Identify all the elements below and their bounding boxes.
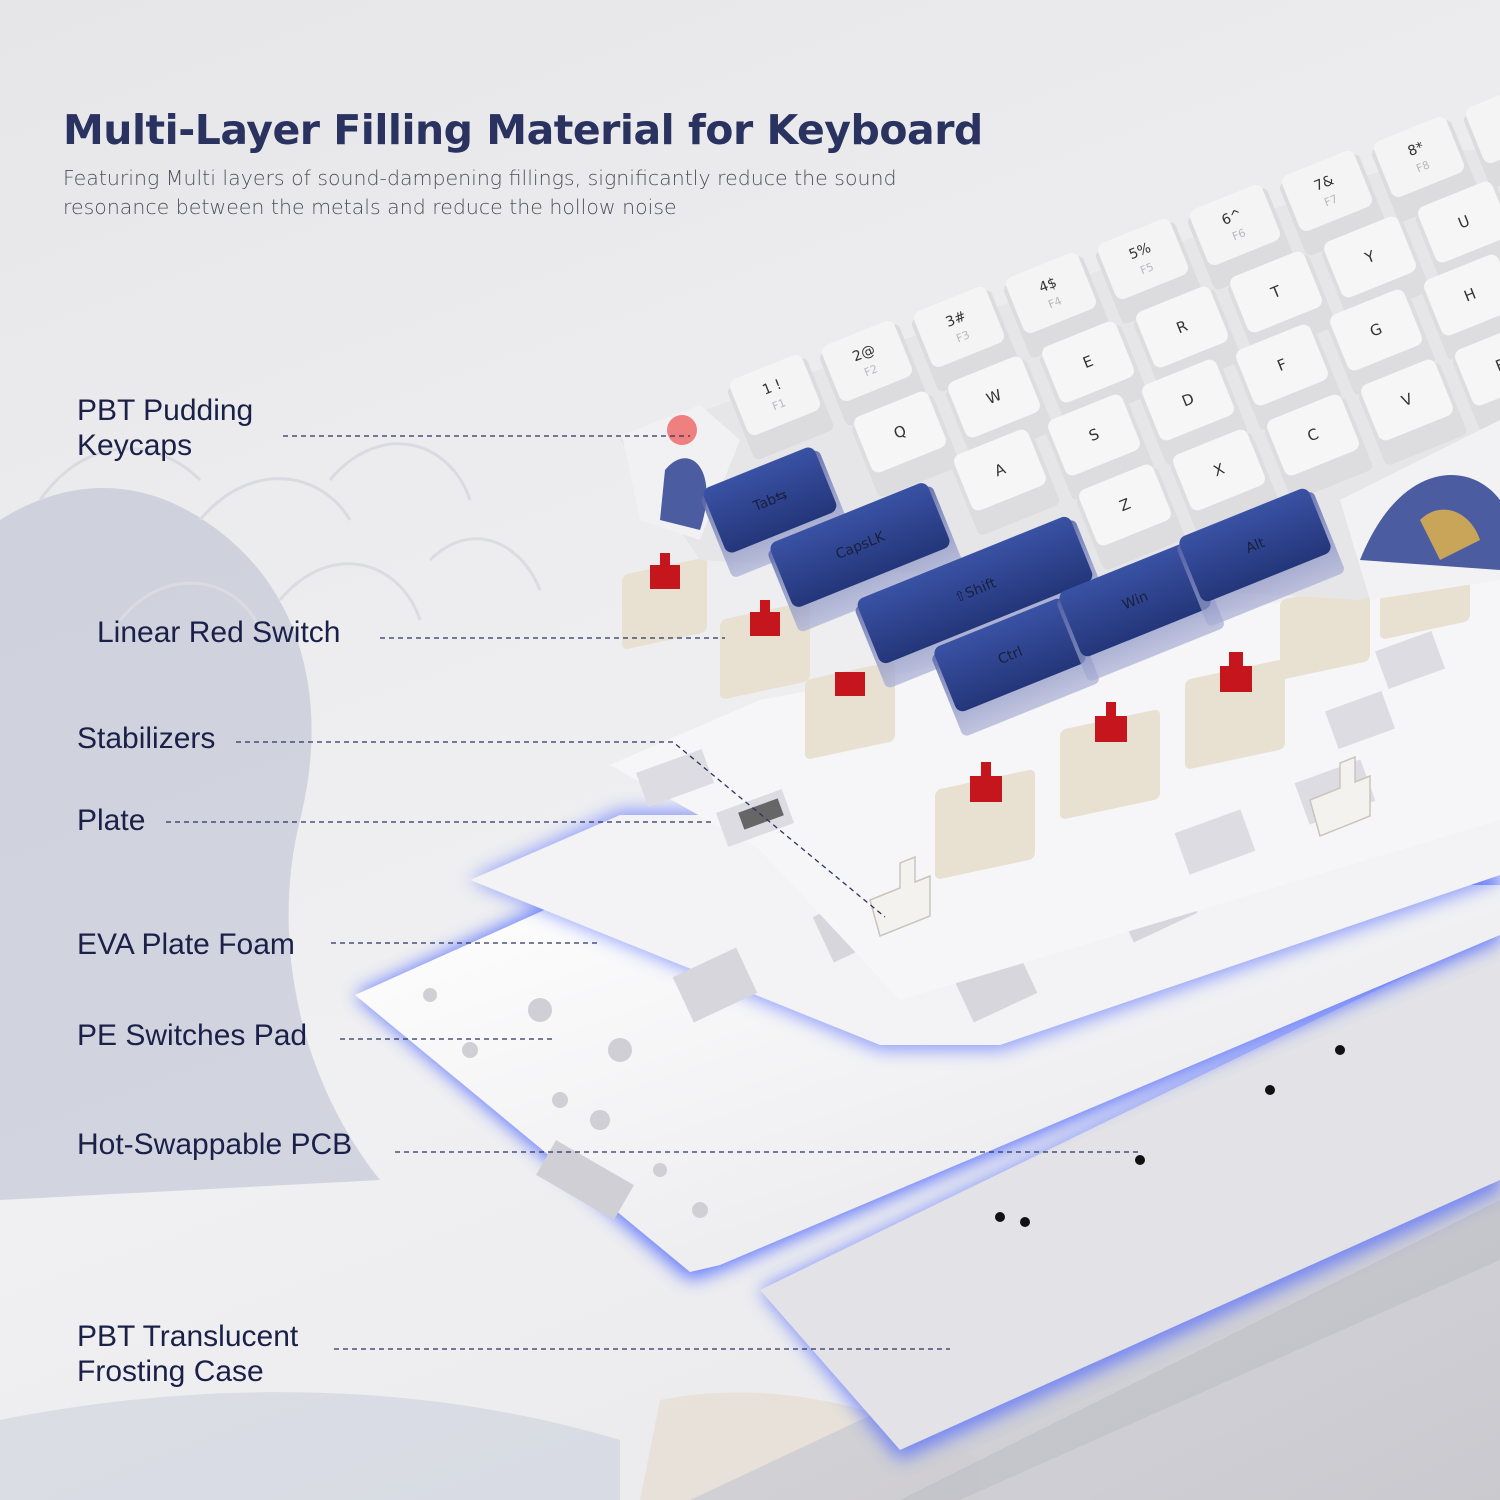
- keycap-number: 1 !F1: [727, 354, 834, 460]
- keycap-alpha: H: [1422, 254, 1500, 360]
- white-keycaps: 1 !F12@F23#F34$F45%F56^F67&F78*F89(QWERT…: [727, 82, 1500, 570]
- key-fn-legend: F6: [1230, 226, 1247, 243]
- keycap-number: 6^F6: [1187, 184, 1294, 290]
- key-fn-legend: F7: [1322, 192, 1339, 209]
- pe-switches-pad-layer: [355, 880, 1500, 1280]
- key-fn-legend: F8: [1414, 158, 1431, 175]
- callout-lines: [166, 435, 1138, 1350]
- keycap-alpha: Z: [1077, 464, 1185, 570]
- keycap-modifier: ⇧Shift: [855, 516, 1106, 688]
- keycap-alpha: B: [1453, 324, 1500, 430]
- page-title: Multi-Layer Filling Material for Keyboar…: [63, 106, 983, 154]
- switch: [1185, 652, 1285, 769]
- keycap-alpha: F: [1234, 324, 1342, 430]
- switch: [935, 762, 1035, 879]
- key-fn-legend: F4: [1046, 294, 1063, 311]
- label-line: Frosting Case: [77, 1355, 264, 1388]
- key-legend: Alt: [1244, 535, 1268, 557]
- label-linear-red-switch: Linear Red Switch: [97, 616, 341, 649]
- label-stabilizers: Stabilizers: [77, 722, 216, 755]
- key-legend: B: [1493, 355, 1500, 376]
- key-legend: 4$: [1037, 275, 1060, 297]
- keycap-modifier: CapsLK: [768, 483, 963, 632]
- label-line: Keycaps: [77, 429, 193, 462]
- keycap-alpha: A: [952, 429, 1060, 535]
- switch: [720, 600, 810, 699]
- keycap-alpha: Q: [852, 391, 960, 497]
- wave-art-keycap-right: [1340, 420, 1500, 600]
- switch: [805, 662, 895, 759]
- key-legend: 3#: [943, 308, 968, 331]
- switch: [622, 553, 707, 649]
- keycap-modifier: Alt: [1177, 488, 1344, 626]
- keycap-alpha: C: [1265, 394, 1373, 500]
- label-eva-plate-foam: EVA Plate Foam: [77, 928, 295, 961]
- keycap-alpha: V: [1359, 359, 1467, 465]
- keycap-alpha: E: [1040, 321, 1148, 427]
- key-fn-legend: F1: [770, 396, 787, 413]
- key-legend: 1 !: [760, 377, 784, 399]
- key-fn-legend: F2: [862, 362, 879, 379]
- keycap-modifier: Ctrl: [932, 598, 1099, 736]
- label-plate: Plate: [77, 804, 146, 837]
- callout-line-stabilizers: [236, 741, 886, 918]
- key-legend: 8*: [1406, 139, 1427, 160]
- label-hot-swappable-pcb: Hot-Swappable PCB: [77, 1128, 353, 1161]
- key-legend: 7&: [1312, 172, 1336, 194]
- switch: [1060, 702, 1160, 819]
- key-legend: W: [984, 386, 1005, 408]
- keycap-number: 9(: [1463, 82, 1500, 188]
- key-legend: 2@: [850, 342, 877, 365]
- page-subtitle: Featuring Multi layers of sound-dampenin…: [63, 166, 897, 219]
- key-fn-legend: F3: [954, 328, 971, 345]
- label-line: PBT Translucent: [77, 1320, 299, 1353]
- label-keycaps: PBT Pudding Keycaps: [77, 393, 253, 463]
- label-line: PBT Pudding: [77, 394, 254, 427]
- key-fn-legend: F5: [1138, 260, 1155, 277]
- label-case: PBT Translucent Frosting Case: [77, 1319, 298, 1389]
- key-legend: 6^: [1219, 206, 1244, 229]
- switch: [1280, 582, 1370, 679]
- key-legend: 5%: [1127, 240, 1154, 263]
- keycap-modifier: Win: [1057, 543, 1224, 681]
- label-pe-switches-pad: PE Switches Pad: [77, 1019, 308, 1052]
